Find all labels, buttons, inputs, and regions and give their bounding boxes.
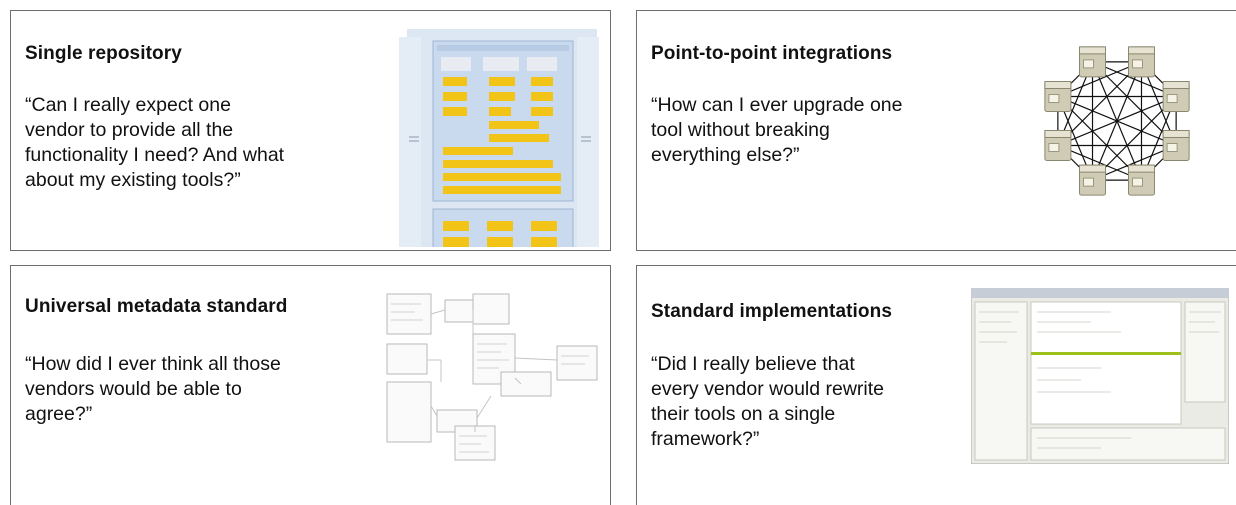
server-node-icon: [1044, 129, 1072, 161]
card-title: Standard implementations: [651, 301, 892, 322]
card-standard-implementations: Standard implementations “Did I really b…: [636, 265, 1236, 505]
card-single-repository: Single repository “Can I really expect o…: [10, 10, 611, 251]
card-quote: “How did I ever think all those vendors …: [25, 353, 281, 425]
server-node-icon: [1079, 164, 1107, 196]
card-title: Point-to-point integrations: [651, 43, 893, 64]
architecture-diagram-thumbnail: [399, 29, 599, 247]
mesh-network-icon: [1044, 46, 1190, 196]
server-node-icon: [1079, 46, 1107, 78]
mesh-link: [1092, 61, 1177, 98]
card-quote: “Did I really believe that every vendor …: [651, 353, 885, 450]
server-node-icon: [1127, 46, 1155, 78]
card-quote: “Can I really expect one vendor to provi…: [25, 94, 285, 191]
card-title: Single repository: [25, 43, 182, 64]
card-universal-metadata: Universal metadata standard “How did I e…: [10, 265, 611, 505]
server-node-icon: [1162, 81, 1190, 113]
ide-screenshot-thumbnail: [971, 288, 1229, 464]
server-node-icon: [1162, 129, 1190, 161]
mesh-link: [1092, 61, 1177, 146]
server-node-icon: [1127, 164, 1155, 196]
mesh-link: [1057, 144, 1142, 181]
card-title: Universal metadata standard: [25, 296, 288, 317]
mesh-link: [1091, 61, 1143, 181]
card-point-to-point: Point-to-point integrations “How can I e…: [636, 10, 1236, 251]
card-quote: “How can I ever upgrade one tool without…: [651, 94, 903, 166]
metadata-schema-thumbnail: [386, 293, 598, 461]
server-node-icon: [1044, 81, 1072, 113]
